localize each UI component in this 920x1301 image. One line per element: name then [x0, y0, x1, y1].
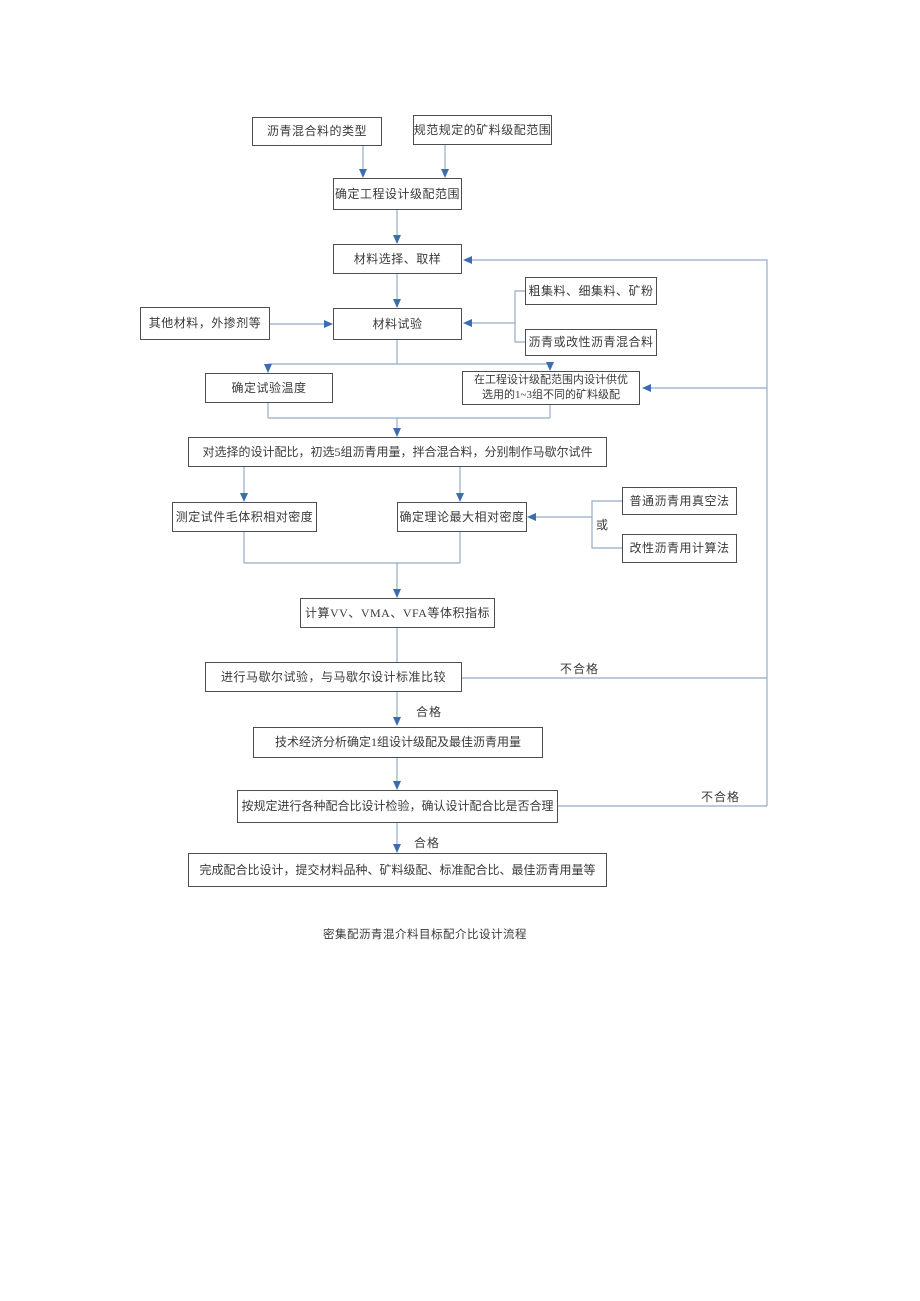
node-test-temperature: 确定试验温度 — [205, 373, 333, 403]
node-max-density: 确定理论最大相对密度 — [397, 502, 527, 532]
node-vacuum-method: 普通沥青用真空法 — [622, 487, 737, 515]
node-aggregates: 粗集料、细集料、矿粉 — [525, 277, 657, 305]
node-asphalt-or-modified: 沥青或改性沥青混合料 — [525, 329, 657, 356]
node-marshall-specimens: 对选择的设计配比，初选5组沥青用量，拌合混合料，分别制作马歇尔试件 — [188, 437, 607, 467]
node-calculation-method: 改性沥青用计算法 — [622, 534, 737, 563]
gradation-design-line1: 在工程设计级配范围内设计供优 — [474, 374, 628, 387]
node-design-gradation-range: 确定工程设计级配范围 — [333, 178, 462, 210]
bracket-aggregate-inputs — [514, 290, 525, 343]
node-spec-gradation-range: 规范规定的矿料级配范围 — [413, 115, 552, 145]
bracket-density-methods — [591, 500, 622, 549]
node-other-materials: 其他材料，外掺剂等 — [140, 307, 270, 340]
diagram-caption: 密集配沥青混介料目标配介比设计流程 — [323, 929, 527, 941]
label-pass-verification: 合格 — [414, 836, 441, 850]
label-pass-marshall: 合格 — [416, 705, 443, 719]
node-mix-ratio-verification: 按规定进行各种配合比设计检验，确认设计配合比是否合理 — [237, 790, 558, 823]
gradation-design-line2: 选用的1~3组不同的矿料级配 — [482, 389, 620, 401]
node-gradation-design: 在工程设计级配范围内设计供优 选用的1~3组不同的矿料级配 — [462, 371, 640, 405]
node-bulk-density: 测定试件毛体积相对密度 — [172, 502, 317, 532]
node-tech-economic-analysis: 技术经济分析确定1组设计级配及最佳沥青用量 — [253, 727, 543, 758]
label-fail-marshall: 不合格 — [560, 662, 600, 676]
connector-feedback-trunk — [463, 256, 768, 806]
node-mixture-type: 沥青混合料的类型 — [252, 117, 382, 146]
node-complete-design: 完成配合比设计，提交材料品种、矿料级配、标准配合比、最佳沥青用量等 — [188, 853, 607, 887]
label-fail-verification: 不合格 — [701, 790, 741, 804]
node-volume-indexes: 计算VV、VMA、VFA等体积指标 — [300, 598, 495, 628]
node-material-test: 材料试验 — [333, 308, 462, 340]
node-marshall-test: 进行马歇尔试验，与马歇尔设计标准比较 — [205, 662, 462, 692]
node-material-selection: 材料选择、取样 — [333, 244, 462, 274]
label-or: 或 — [596, 518, 609, 532]
